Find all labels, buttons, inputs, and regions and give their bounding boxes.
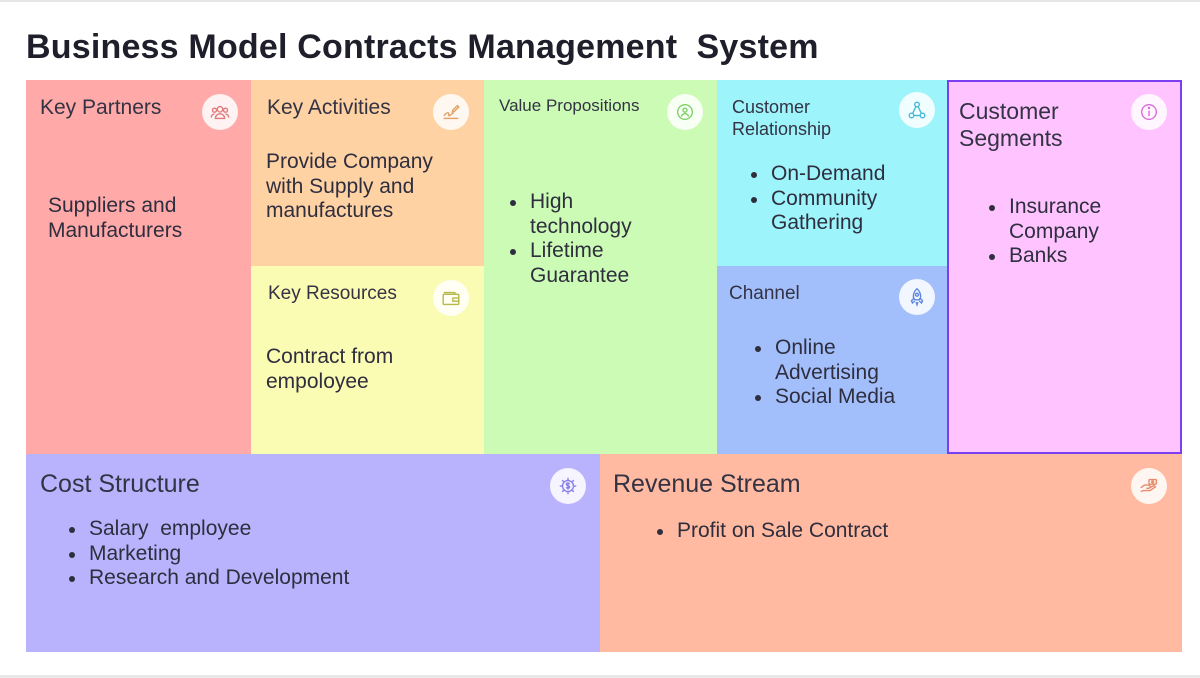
list-item: On-Demand [749, 162, 885, 187]
list-item: Social Media [753, 385, 895, 410]
key-partners-text: Suppliers and Manufacturers [48, 194, 183, 242]
key-partners-block: Key Partners Suppliers and Manufacturers [26, 80, 251, 454]
key-activities-text: Provide Company with Supply and manufact… [266, 150, 433, 222]
info-icon [1131, 94, 1167, 130]
customer-relationship-block: Customer Relationship On-Demand Communit… [717, 80, 947, 266]
key-activities-heading: Key Activities [267, 96, 391, 119]
network-icon [899, 92, 935, 128]
list-item: Salary employee [67, 517, 349, 542]
rocket-icon [899, 279, 935, 315]
revenue-stream-heading: Revenue Stream [613, 470, 801, 498]
value-propositions-heading: Value Propositions [499, 96, 640, 115]
customer-relationship-heading: Customer Relationship [732, 97, 832, 139]
key-resources-block: Key Resources Contract from empoloyee [251, 266, 484, 454]
key-resources-text: Contract from empoloyee [266, 345, 394, 393]
key-partners-heading: Key Partners [40, 96, 162, 119]
handshake-money-icon [1131, 468, 1167, 504]
cost-structure-block: Cost Structure Salary employee Marketing… [26, 454, 600, 652]
list-item: Research and Development [67, 566, 349, 591]
revenue-stream-block: Revenue Stream Profit on Sale Contract [600, 454, 1182, 652]
list-item: Marketing [67, 542, 349, 567]
page-title: Business Model Contracts Management Syst… [26, 28, 819, 66]
list-item: Banks [987, 244, 1101, 269]
revenue-stream-list: Profit on Sale Contract [655, 519, 888, 544]
wallet-icon [433, 280, 469, 316]
key-activities-block: Key Activities Provide Company with Supp… [251, 80, 484, 266]
top-border [0, 0, 1200, 2]
key-resources-heading: Key Resources [268, 283, 397, 304]
channel-heading: Channel [729, 283, 800, 304]
bottom-border [0, 675, 1200, 678]
cost-structure-heading: Cost Structure [40, 470, 200, 498]
list-item: Profit on Sale Contract [655, 519, 888, 544]
cost-structure-list: Salary employee Marketing Research and D… [67, 517, 349, 591]
target-person-icon [667, 94, 703, 130]
signature-icon [433, 94, 469, 130]
customer-segments-heading: Customer Segments [959, 98, 1063, 151]
dollar-gear-icon [550, 468, 586, 504]
people-group-icon [202, 94, 238, 130]
